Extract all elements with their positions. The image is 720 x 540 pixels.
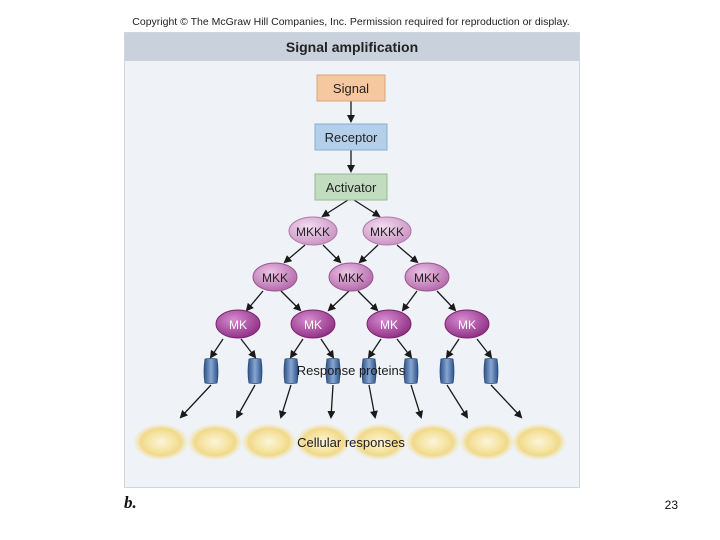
arrow (240, 338, 257, 359)
receptor-box: Receptor (314, 123, 388, 151)
arrow (490, 384, 523, 419)
mkkk-label: MKKK (296, 225, 330, 239)
arrow (396, 244, 419, 264)
response-protein (439, 358, 455, 384)
response-proteins (203, 358, 499, 384)
arrow (236, 384, 256, 419)
arrow (278, 384, 292, 419)
response-protein (283, 358, 299, 384)
response-proteins-label: Response proteins (297, 363, 406, 378)
signal-label: Signal (333, 81, 369, 96)
response-protein (361, 358, 377, 384)
signal-box: Signal (316, 74, 386, 102)
response-protein (325, 358, 341, 384)
arrow (446, 384, 469, 419)
mk-label: MK (304, 318, 322, 332)
response-protein (483, 358, 499, 384)
arrows (179, 101, 523, 419)
arrow (280, 290, 302, 312)
mkk-label: MKK (414, 271, 440, 285)
arrow (289, 338, 304, 359)
arrow (410, 384, 424, 419)
receptor-label: Receptor (325, 130, 378, 145)
activator-label: Activator (326, 180, 377, 195)
arrow (476, 338, 493, 359)
cellular-responses-label: Cellular responses (297, 435, 405, 450)
cell (242, 424, 296, 460)
mkk-node: MKK (404, 262, 450, 292)
arrow (327, 290, 350, 312)
arrow (358, 244, 379, 264)
mkk-node: MKK (328, 262, 374, 292)
arrow (322, 244, 342, 264)
cellular-response-cells (134, 424, 566, 460)
arrow (353, 199, 381, 218)
arrow (436, 290, 457, 312)
cell (406, 424, 460, 460)
mkk-label: MKK (262, 271, 288, 285)
arrow (445, 338, 460, 359)
signal-amplification-diagram: Signal Receptor Activator MKKK MKKK MKK … (134, 74, 566, 460)
arrow (368, 384, 378, 419)
cell (460, 424, 514, 460)
mk-node: MK (215, 309, 261, 339)
cell (512, 424, 566, 460)
activator-box: Activator (314, 173, 388, 201)
mk-node: MK (290, 309, 336, 339)
arrow (245, 290, 264, 312)
mk-label: MK (229, 318, 247, 332)
mkkk-node: MKKK (288, 216, 338, 246)
arrow (367, 338, 382, 359)
response-protein (403, 358, 419, 384)
mkkk-label: MKKK (370, 225, 404, 239)
arrow (321, 199, 349, 218)
arrow (327, 384, 336, 419)
arrow (357, 290, 379, 312)
mkkk-node: MKKK (362, 216, 412, 246)
page-number: 23 (664, 498, 678, 512)
mk-label: MK (380, 318, 398, 332)
arrow (320, 338, 335, 359)
figure-title: Signal amplification (125, 33, 579, 61)
response-protein (247, 358, 263, 384)
mkk-node: MKK (252, 262, 298, 292)
cell (188, 424, 242, 460)
response-protein (203, 358, 219, 384)
arrow (401, 290, 418, 312)
copyright-notice: Copyright © The McGraw Hill Companies, I… (132, 16, 570, 28)
arrow (283, 244, 306, 264)
panel-label: b. (124, 493, 137, 512)
arrow (179, 384, 212, 419)
cell (134, 424, 188, 460)
arrow (209, 338, 224, 359)
mk-node: MK (366, 309, 412, 339)
arrow (396, 338, 413, 359)
figure-panel: Signal amplification (124, 32, 580, 488)
cell (296, 424, 350, 460)
mkk-label: MKK (338, 271, 364, 285)
cell (352, 424, 406, 460)
mk-node: MK (444, 309, 490, 339)
mk-label: MK (458, 318, 476, 332)
